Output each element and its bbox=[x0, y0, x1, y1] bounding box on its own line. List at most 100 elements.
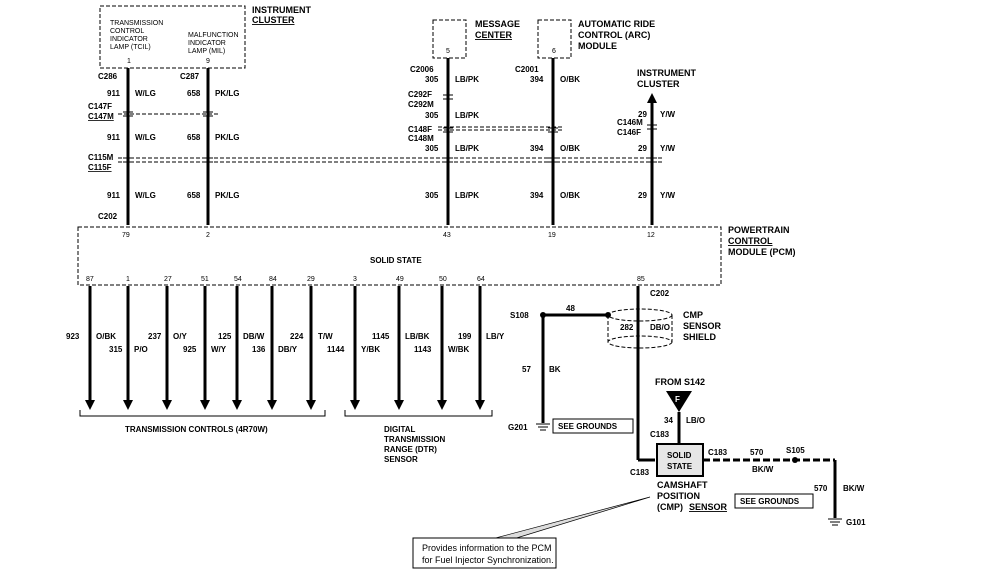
wire-394-num-3: 394 bbox=[530, 191, 544, 200]
dtr-label-2: TRANSMISSION bbox=[384, 435, 446, 444]
wire-29-num-3: 29 bbox=[638, 191, 647, 200]
mil-label: MALFUNCTION bbox=[188, 32, 239, 39]
c2006-label: C2006 bbox=[410, 65, 434, 74]
wire-1144-color: Y/BK bbox=[361, 345, 380, 354]
instrument-cluster-right-title: INSTRUMENT bbox=[637, 68, 696, 78]
wire-658-num-2: 658 bbox=[187, 133, 201, 142]
cmp-sensor-state-2: STATE bbox=[667, 462, 693, 471]
pcm-pin-12: 12 bbox=[647, 232, 655, 239]
see-grounds-box-1[interactable] bbox=[552, 418, 634, 434]
message-center-pin: 5 bbox=[446, 48, 450, 55]
arc-title-3: MODULE bbox=[578, 41, 617, 51]
wire-1145-num: 1145 bbox=[372, 332, 390, 341]
pcm-pin-84: 84 bbox=[269, 276, 277, 283]
wire-394-num-2: 394 bbox=[530, 144, 544, 153]
wire-658-num-3: 658 bbox=[187, 191, 201, 200]
wire-199-num: 199 bbox=[458, 332, 472, 341]
c115m-label: C115M bbox=[88, 153, 114, 162]
wire-282-color: DB/O bbox=[650, 323, 670, 332]
wire-911-color-2: W/LG bbox=[135, 133, 156, 142]
wire-29-color-1: Y/W bbox=[660, 110, 676, 119]
wire-34-color: LB/O bbox=[686, 416, 705, 425]
cmp-shield-top bbox=[607, 308, 673, 322]
s108-label: S108 bbox=[510, 311, 529, 320]
wire-199-color: LB/Y bbox=[486, 332, 505, 341]
pcm-pin-64: 64 bbox=[477, 276, 485, 283]
see-grounds-link-1[interactable]: SEE GROUNDS bbox=[558, 422, 618, 431]
wire-1144-num: 1144 bbox=[327, 345, 345, 354]
cmp-sensor-state-1: SOLID bbox=[667, 451, 692, 460]
see-grounds-box-2[interactable] bbox=[734, 493, 814, 509]
wire-1143-color: W/BK bbox=[448, 345, 470, 354]
cmp-shield-label-1: CMP bbox=[683, 310, 703, 320]
wire-911-num-1: 911 bbox=[107, 89, 120, 98]
wire-1143-num: 1143 bbox=[414, 345, 432, 354]
pcm-pin-29: 29 bbox=[307, 276, 315, 283]
wire-305-color-1: LB/PK bbox=[455, 75, 479, 84]
ground-g101-icon bbox=[828, 518, 842, 526]
pcm-pin-27: 27 bbox=[164, 276, 172, 283]
wire-29-num-1: 29 bbox=[638, 110, 647, 119]
see-grounds-link-2[interactable]: SEE GROUNDS bbox=[740, 497, 800, 506]
mil-label-3: LAMP (MIL) bbox=[188, 48, 225, 55]
arrow-up-icon bbox=[647, 93, 657, 103]
wire-658-color-1: PK/LG bbox=[215, 89, 239, 98]
wire-224-color: T/W bbox=[318, 332, 333, 341]
wire-1145-color: LB/BK bbox=[405, 332, 430, 341]
wire-394-color-2: O/BK bbox=[560, 144, 580, 153]
wire-29-color-2: Y/W bbox=[660, 144, 676, 153]
wire-34-num: 34 bbox=[664, 416, 673, 425]
transmission-output-wires bbox=[85, 286, 316, 410]
wire-224-num: 224 bbox=[290, 332, 304, 341]
wire-29-color-3: Y/W bbox=[660, 191, 676, 200]
wire-125-num: 125 bbox=[218, 332, 232, 341]
wire-237-color: O/Y bbox=[173, 332, 187, 341]
dtr-output-wires bbox=[350, 286, 485, 410]
wire-305-color-2: LB/PK bbox=[455, 111, 479, 120]
wire-658-color-3: PK/LG bbox=[215, 191, 239, 200]
pcm-solid-state: SOLID STATE bbox=[370, 256, 422, 265]
cmp-shield-label-2: SENSOR bbox=[683, 321, 722, 331]
ground-g201-icon bbox=[536, 423, 550, 431]
wire-136-num: 136 bbox=[252, 345, 266, 354]
dtr-label-1: DIGITAL bbox=[384, 425, 416, 434]
arc-title: AUTOMATIC RIDE bbox=[578, 19, 655, 29]
wire-305-color-3: LB/PK bbox=[455, 144, 479, 153]
c2001-label: C2001 bbox=[515, 65, 539, 74]
wire-923-num: 923 bbox=[66, 332, 80, 341]
pcm-pin-19: 19 bbox=[548, 232, 556, 239]
wire-48-num: 48 bbox=[566, 304, 575, 313]
pcm-title: POWERTRAIN bbox=[728, 225, 790, 235]
pcm-pin-2: 2 bbox=[206, 232, 210, 239]
wire-282-num: 282 bbox=[620, 323, 634, 332]
c292m-label: C292M bbox=[408, 100, 434, 109]
c146m-label: C146M bbox=[617, 118, 643, 127]
pcm-pin-54: 54 bbox=[234, 276, 242, 283]
pcm-pin-49: 49 bbox=[396, 276, 404, 283]
s108-splice-end bbox=[605, 312, 611, 318]
note-box bbox=[412, 537, 557, 569]
pcm-pin-50: 50 bbox=[439, 276, 447, 283]
wire-394-color-1: O/BK bbox=[560, 75, 580, 84]
message-center-title-2: CENTER bbox=[475, 30, 513, 40]
note-text-2: for Fuel Injector Synchronization. bbox=[422, 555, 554, 565]
wire-923-color: O/BK bbox=[96, 332, 116, 341]
tcil-label: TRANSMISSION bbox=[110, 20, 163, 27]
wire-125-color: DB/W bbox=[243, 332, 265, 341]
splice-f-icon bbox=[666, 391, 692, 412]
message-center-title: MESSAGE bbox=[475, 19, 520, 29]
c202-label-bottom: C202 bbox=[650, 289, 670, 298]
pcm-pin-87: 87 bbox=[86, 276, 94, 283]
c183-label-top: C183 bbox=[650, 430, 670, 439]
instrument-cluster-right-title-2: CLUSTER bbox=[637, 79, 680, 89]
g101-label: G101 bbox=[846, 518, 866, 527]
dtr-label-3: RANGE (DTR) bbox=[384, 445, 437, 454]
cmp-shield-label-3: SHIELD bbox=[683, 332, 717, 342]
pcm-pin-1: 1 bbox=[126, 276, 130, 283]
transmission-bracket bbox=[79, 410, 326, 417]
s105-label: S105 bbox=[786, 446, 805, 455]
cmp-sensor-label-1: CAMSHAFT bbox=[657, 480, 708, 490]
wire-57-color: BK bbox=[549, 365, 561, 374]
pcm-box bbox=[77, 226, 722, 286]
